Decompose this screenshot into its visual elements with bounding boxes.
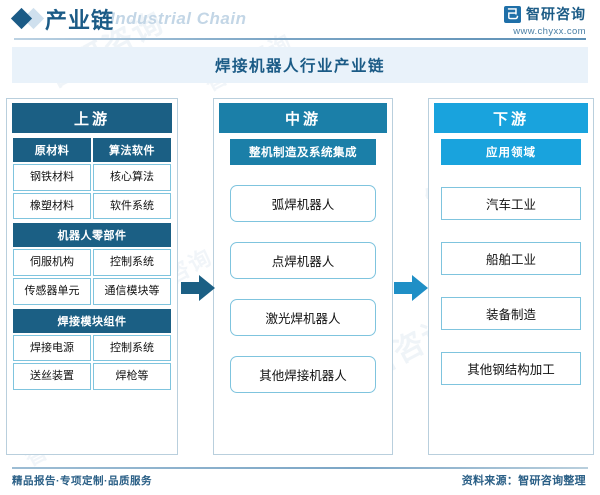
leaf-box[interactable]: 软件系统 (93, 192, 171, 220)
column-downstream: 下游 应用领域 汽车工业 船舶工业 装备制造 其他钢结构加工 (428, 98, 594, 455)
column-header-upstream: 上游 (12, 103, 172, 133)
sub-header-algorithm-software: 算法软件 (93, 138, 171, 162)
brand-mark-icon: 己 (504, 5, 521, 23)
header-title-cn: 产业链 (45, 8, 115, 33)
header-title-en: Industrial Chain (110, 9, 247, 28)
leaf-box[interactable]: 核心算法 (93, 164, 171, 191)
sub-header-application-fields: 应用领域 (441, 139, 581, 165)
leaf-box[interactable]: 控制系统 (93, 249, 171, 276)
page-title: 焊接机器人行业产业链 (214, 58, 385, 75)
column-header-downstream: 下游 (434, 103, 588, 133)
list-item[interactable]: 弧焊机器人 (230, 185, 376, 222)
leaf-box[interactable]: 通信模块等 (93, 277, 171, 305)
column-midstream: 中游 整机制造及系统集成 弧焊机器人 点焊机器人 激光焊机器人 其他焊接机器人 (213, 98, 393, 455)
leaf-box[interactable]: 伺服机构 (13, 249, 91, 276)
leaf-box[interactable]: 传感器单元 (13, 277, 91, 305)
leaf-box[interactable]: 橡塑材料 (13, 192, 91, 220)
footer-source: 资料来源：智研咨询整理 (461, 475, 586, 487)
upstream-group-robot-parts: 伺服机构 控制系统 传感器单元 通信模块等 (13, 249, 171, 305)
list-item[interactable]: 点焊机器人 (230, 242, 376, 279)
brand-logo: 己 智研咨询 www.chyxx.com (504, 4, 586, 37)
leaf-box[interactable]: 焊枪等 (93, 363, 171, 390)
arrow-upstream-to-midstream (181, 273, 215, 303)
upstream-group-welding-modules: 焊接电源 控制系统 送丝装置 焊枪等 (13, 334, 171, 390)
downstream-body: 应用领域 汽车工业 船舶工业 装备制造 其他钢结构加工 (429, 133, 593, 385)
sub-header-system-integration: 整机制造及系统集成 (230, 139, 376, 165)
column-upstream: 上游 原材料 算法软件 钢铁材料 核心算法 橡塑材料 软件系统 机器人零部件 伺… (6, 98, 178, 455)
leaf-box[interactable]: 控制系统 (93, 334, 171, 362)
sub-header-raw-materials: 原材料 (13, 138, 91, 162)
sub-header-robot-parts: 机器人零部件 (13, 223, 171, 248)
footer-tagline: 精品报告·专项定制·品质服务 (12, 475, 152, 487)
midstream-body: 整机制造及系统集成 弧焊机器人 点焊机器人 激光焊机器人 其他焊接机器人 (214, 133, 392, 393)
chart-title-band: 焊接机器人行业产业链 (12, 47, 588, 83)
leaf-box[interactable]: 钢铁材料 (13, 164, 91, 191)
industrial-chain-diagram: 上游 原材料 算法软件 钢铁材料 核心算法 橡塑材料 软件系统 机器人零部件 伺… (0, 98, 600, 458)
list-item[interactable]: 汽车工业 (441, 187, 581, 220)
footer-divider (12, 467, 588, 469)
leaf-box[interactable]: 送丝装置 (13, 363, 91, 390)
list-item[interactable]: 激光焊机器人 (230, 299, 376, 336)
brand-url: www.chyxx.com (513, 26, 586, 37)
list-item[interactable]: 装备制造 (441, 297, 581, 330)
list-item[interactable]: 船舶工业 (441, 242, 581, 275)
page-header: Industrial Chain 产业链 己 智研咨询 www.chyxx.co… (0, 0, 600, 42)
column-header-midstream: 中游 (219, 103, 387, 133)
list-item[interactable]: 其他焊接机器人 (230, 356, 376, 393)
brand-name: 智研咨询 (526, 6, 586, 22)
upstream-group-raw-materials: 原材料 算法软件 钢铁材料 核心算法 橡塑材料 软件系统 (13, 138, 171, 220)
arrow-midstream-to-downstream (394, 273, 428, 303)
header-divider (14, 38, 586, 40)
upstream-body: 原材料 算法软件 钢铁材料 核心算法 橡塑材料 软件系统 机器人零部件 伺服机构… (7, 133, 177, 390)
sub-header-welding-modules: 焊接模块组件 (13, 308, 171, 333)
list-item[interactable]: 其他钢结构加工 (441, 352, 581, 385)
leaf-box[interactable]: 焊接电源 (13, 334, 91, 362)
